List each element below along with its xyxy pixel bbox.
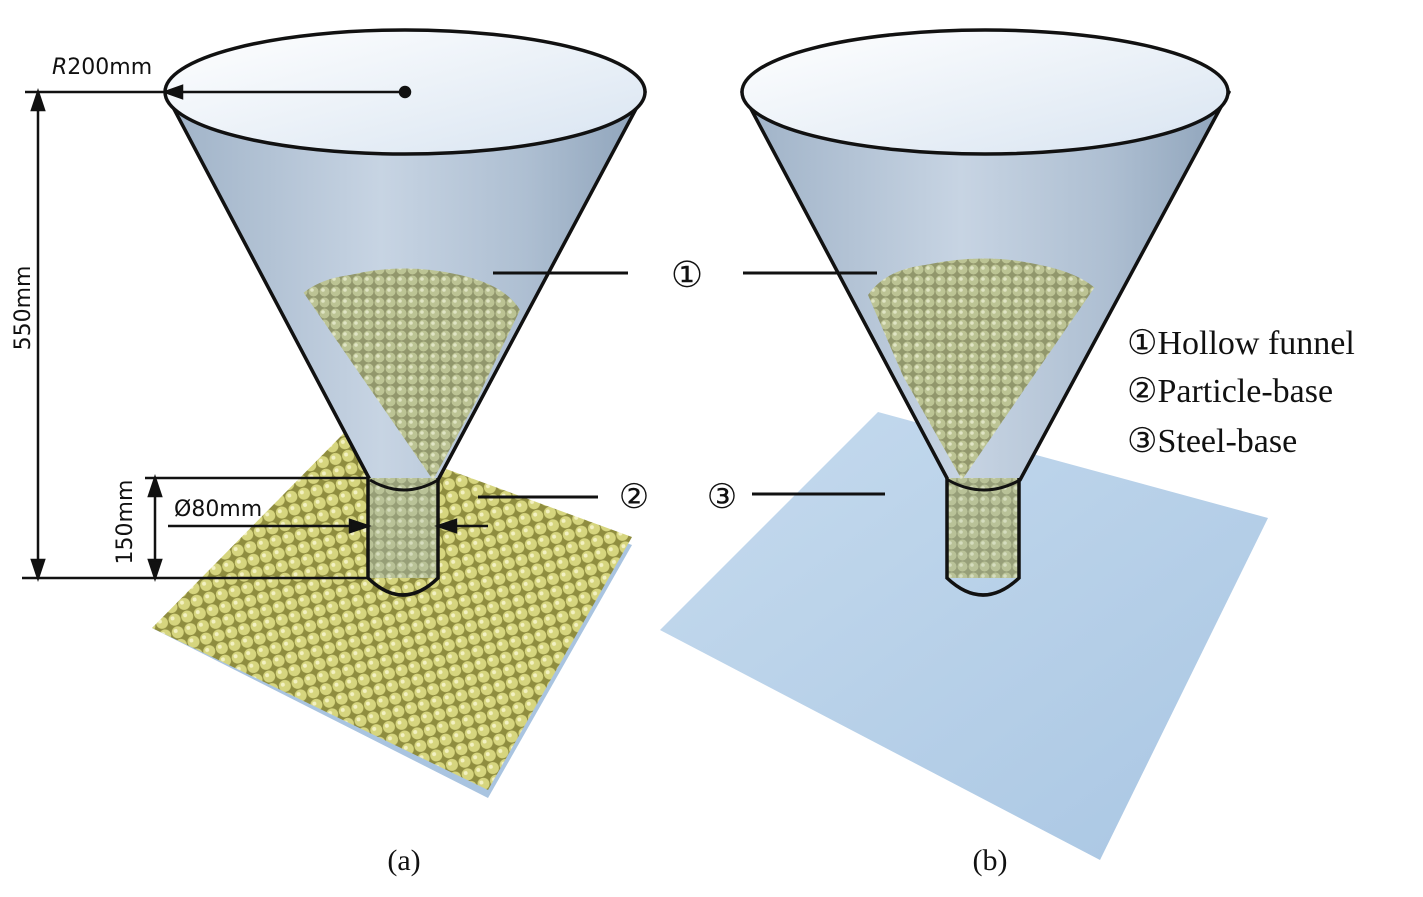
- caption-b: (b): [973, 844, 1008, 877]
- height-550-label: 550mm: [11, 266, 36, 351]
- caption-a: (a): [387, 844, 420, 877]
- legend-item-hollow-funnel: ①Hollow funnel: [1127, 325, 1355, 362]
- callout-marker-2: ②: [619, 479, 649, 516]
- hollow-funnel-b: [740, 28, 1231, 597]
- radius-label: R200mm: [52, 55, 152, 80]
- steel-base-plate: [660, 412, 1268, 860]
- callout-marker-3: ③: [707, 479, 737, 516]
- legend-item-particle-base: ②Particle-base: [1127, 373, 1333, 410]
- legend-item-steel-base: ③Steel-base: [1127, 423, 1297, 460]
- height-150-label: 150mm: [113, 480, 138, 565]
- legend: ①Hollow funnel ②Particle-base ③Steel-bas…: [1127, 325, 1355, 460]
- hollow-funnel-a: [163, 28, 647, 597]
- panel-b: ③ (b): [660, 28, 1268, 877]
- dimension-lines-a: [22, 84, 488, 582]
- diameter-label: Ø80mm: [174, 497, 262, 522]
- callout-marker-1: ①: [671, 255, 703, 295]
- panel-a: R200mm 550mm 150mm Ø80mm ② (a): [11, 28, 649, 877]
- particle-base-plate: [152, 432, 632, 798]
